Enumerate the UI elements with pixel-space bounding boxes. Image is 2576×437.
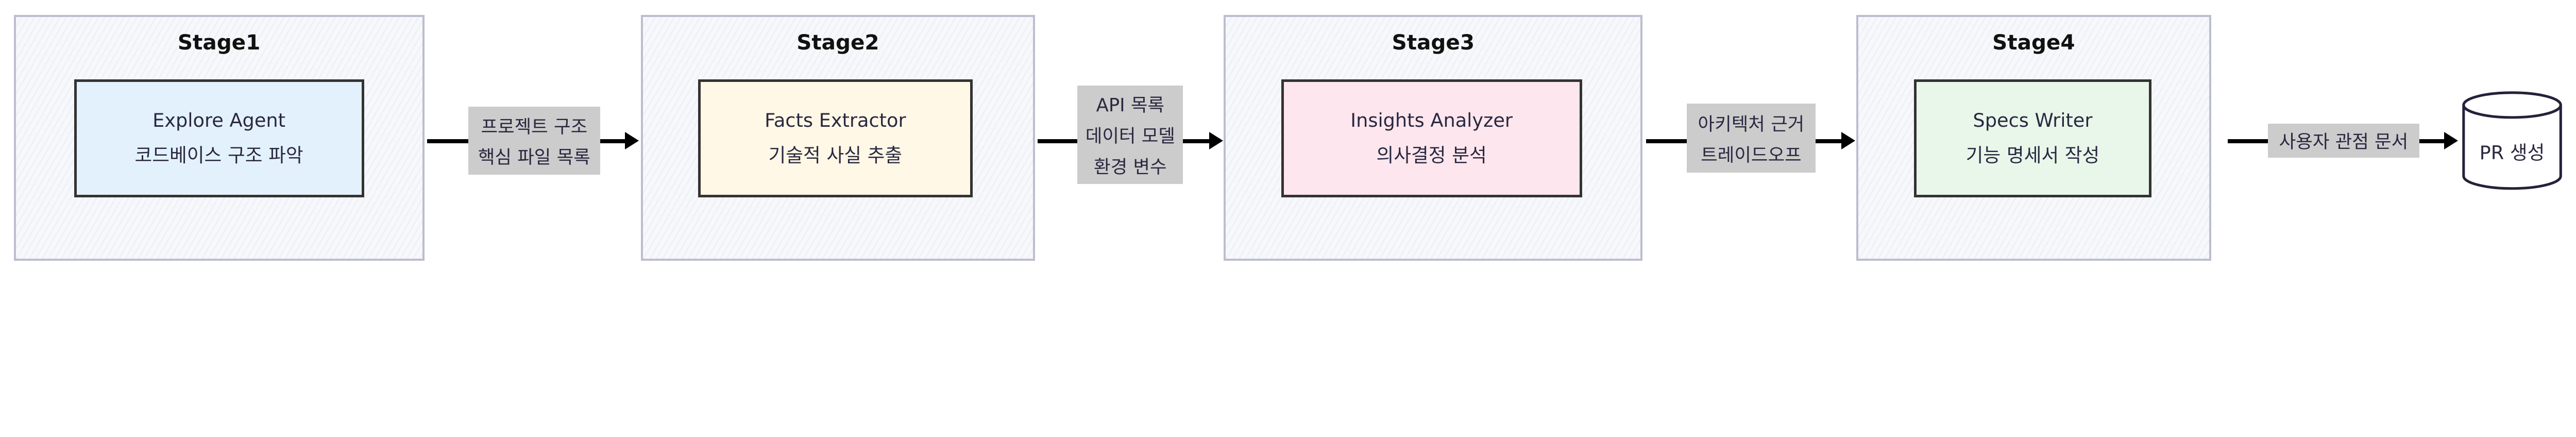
node-subtitle: 코드베이스 구조 파악	[134, 144, 303, 166]
edge-label-2: API 목록 데이터 모델 환경 변수	[1077, 85, 1183, 184]
edge-label-line: 핵심 파일 목록	[478, 147, 590, 169]
edge-label-line: API 목록	[1096, 95, 1165, 116]
stage-title: Stage4	[1992, 30, 2075, 55]
arrowhead-icon	[1209, 132, 1223, 150]
edge-label-3: 아키텍처 근거 트레이드오프	[1687, 104, 1816, 173]
edge-label-line: 트레이드오프	[1701, 144, 1802, 166]
edge-label-1: 프로젝트 구조 핵심 파일 목록	[468, 106, 600, 175]
stage-title: Stage3	[1392, 30, 1475, 55]
specs-writer-node: Specs Writer 기능 명세서 작성	[1913, 79, 2152, 198]
node-subtitle: 기능 명세서 작성	[1965, 144, 2100, 166]
edge-label-line: 사용자 관점 문서	[2279, 131, 2409, 153]
edge-label-line: 아키텍처 근거	[1698, 113, 1805, 135]
edge-label-4: 사용자 관점 문서	[2268, 123, 2419, 158]
node-subtitle: 의사결정 분석	[1376, 144, 1487, 166]
explore-agent-node: Explore Agent 코드베이스 구조 파악	[74, 79, 364, 198]
stage-title: Stage2	[796, 30, 879, 55]
node-title: Specs Writer	[1973, 109, 2093, 132]
arrowhead-icon	[2444, 132, 2459, 150]
pr-output-label: PR 생성	[2479, 141, 2545, 164]
edge-label-line: 프로젝트 구조	[481, 116, 588, 138]
edge-label-line: 환경 변수	[1094, 156, 1167, 178]
edge-label-line: 데이터 모델	[1085, 126, 1175, 147]
node-title: Insights Analyzer	[1350, 109, 1513, 132]
database-cylinder-icon	[2462, 91, 2562, 190]
arrowhead-icon	[625, 132, 639, 150]
insights-analyzer-node: Insights Analyzer 의사결정 분석	[1281, 79, 1582, 198]
facts-extractor-node: Facts Extractor 기술적 사실 추출	[698, 79, 973, 198]
node-title: Explore Agent	[152, 109, 286, 132]
arrowhead-icon	[1841, 132, 1856, 150]
node-subtitle: 기술적 사실 추출	[768, 144, 903, 166]
stage-title: Stage1	[177, 30, 261, 55]
node-title: Facts Extractor	[765, 109, 906, 132]
